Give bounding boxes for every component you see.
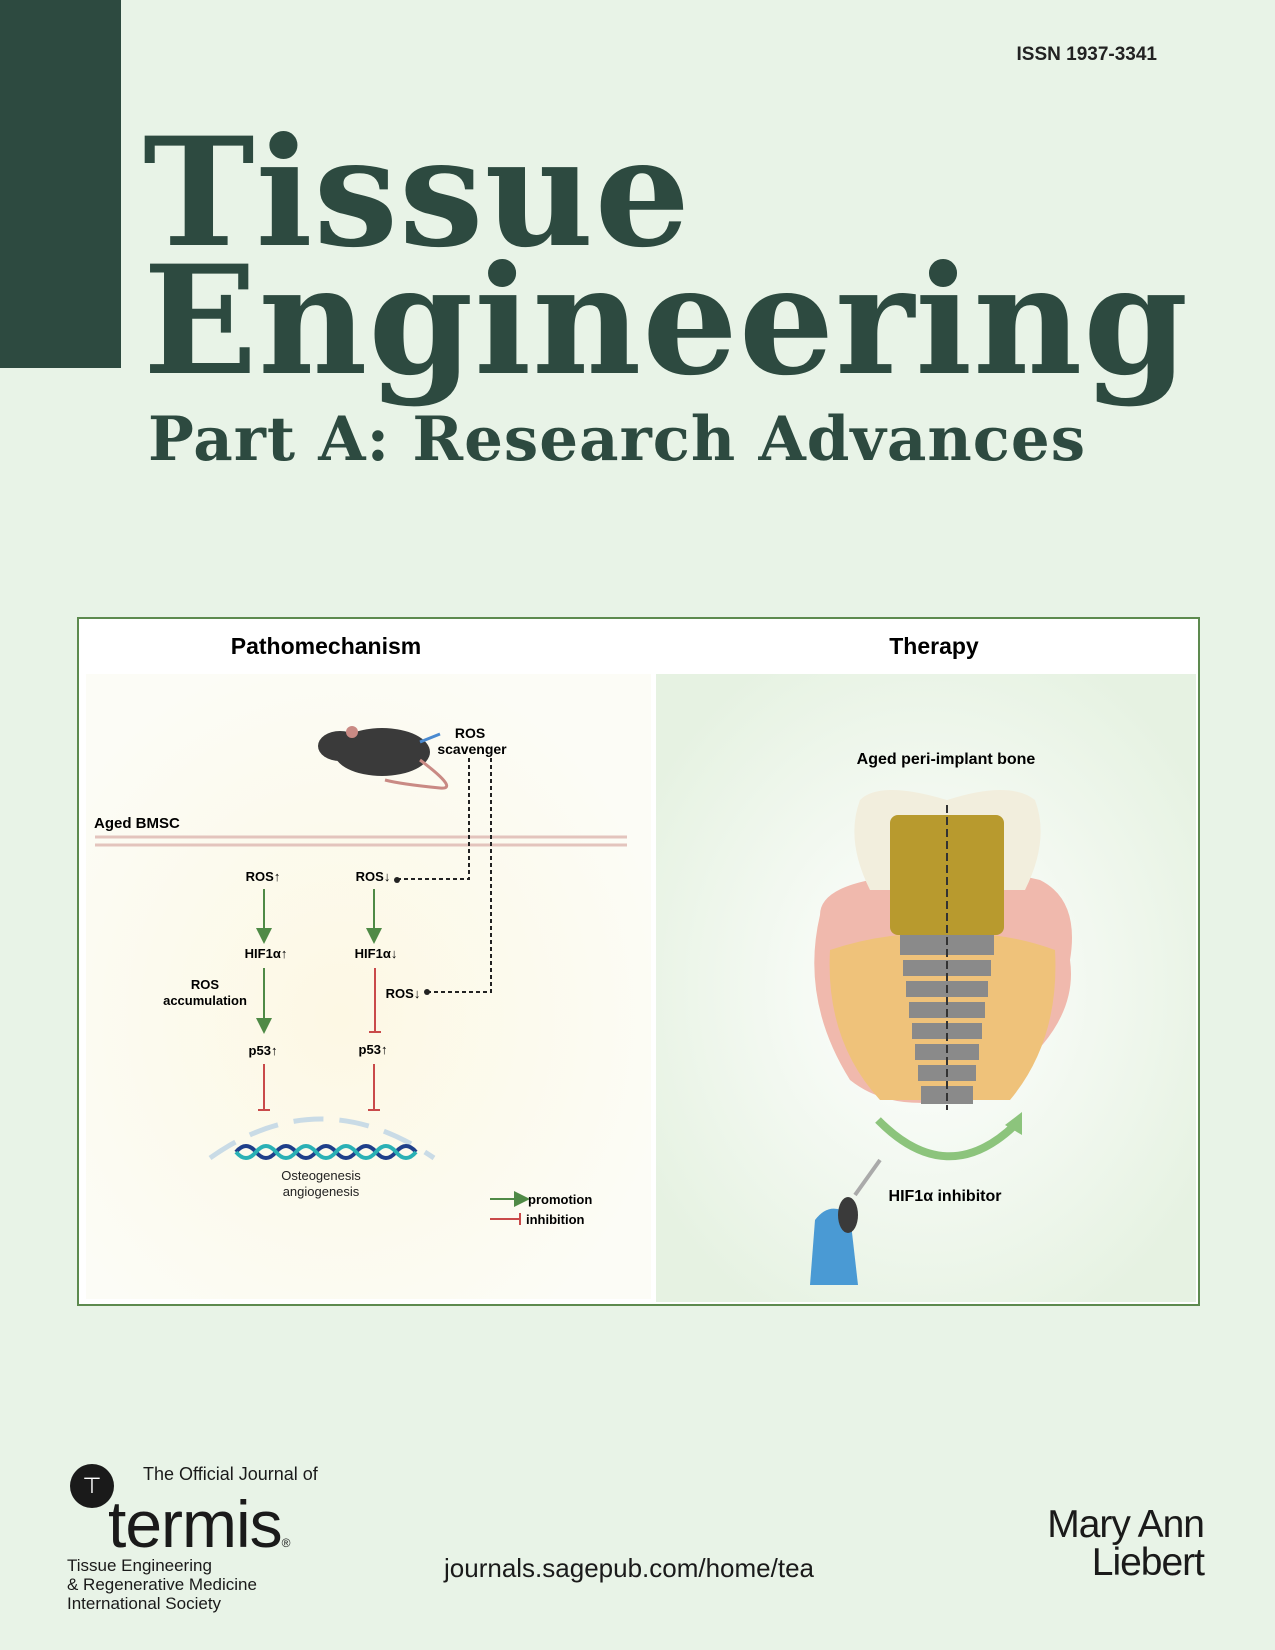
dna-icon xyxy=(234,1144,418,1160)
termis-wordmark: termis® xyxy=(108,1487,291,1561)
ros-accumulation-label: ROS xyxy=(191,977,220,992)
issn: ISSN 1937-3341 xyxy=(1016,44,1158,65)
pathomechanism-title: Pathomechanism xyxy=(231,633,421,659)
ros-scavenger-label: ROS xyxy=(455,725,485,741)
outcome-label-2: angiogenesis xyxy=(283,1184,360,1199)
ros-accumulation-label-2: accumulation xyxy=(163,993,247,1008)
ros-down-label-2: ROS↓ xyxy=(386,986,421,1001)
dental-implant-illustration xyxy=(814,790,1072,1110)
official-journal-label: The Official Journal of xyxy=(143,1464,318,1484)
society-name: Tissue Engineering& Regenerative Medicin… xyxy=(67,1556,257,1613)
pathomechanism-panel xyxy=(86,674,651,1299)
ros-up-label: ROS↑ xyxy=(246,869,281,884)
outcome-label-1: Osteogenesis xyxy=(281,1168,361,1183)
hif-inhibitor-label: HIF1α inhibitor xyxy=(889,1188,1002,1205)
p53-up-left-label: p53↑ xyxy=(249,1043,278,1058)
injection-hand-icon xyxy=(810,1158,882,1285)
hif-down-label: HIF1α↓ xyxy=(355,946,398,961)
nucleus-membrane xyxy=(208,1116,436,1161)
journal-title-line1: Tissue xyxy=(143,105,691,281)
delivery-arrow xyxy=(875,1117,1018,1161)
hif-up-label: HIF1α↑ xyxy=(245,946,288,961)
p53-up-right-label: p53↑ xyxy=(359,1042,388,1057)
legend-inhibition-arrow xyxy=(490,1213,521,1225)
ros-scavenger-label-2: scavenger xyxy=(437,741,507,757)
journal-title-line2: Engineering xyxy=(143,233,1190,409)
cover-accent-bar xyxy=(0,0,121,368)
journal-url[interactable]: journals.sagepub.com/home/tea xyxy=(444,1553,815,1583)
aged-bone-label: Aged peri-implant bone xyxy=(857,751,1036,768)
termis-logo-icon: ⊤ xyxy=(70,1464,114,1508)
journal-subtitle: Part A: Research Advances xyxy=(148,404,1087,475)
legend-inhibition: inhibition xyxy=(526,1212,585,1227)
legend-promotion: promotion xyxy=(528,1192,592,1207)
therapy-title: Therapy xyxy=(889,633,979,659)
aged-bmsc-label: Aged BMSC xyxy=(94,815,180,832)
mouse-icon xyxy=(318,726,449,790)
ros-down-label: ROS↓ xyxy=(356,869,391,884)
